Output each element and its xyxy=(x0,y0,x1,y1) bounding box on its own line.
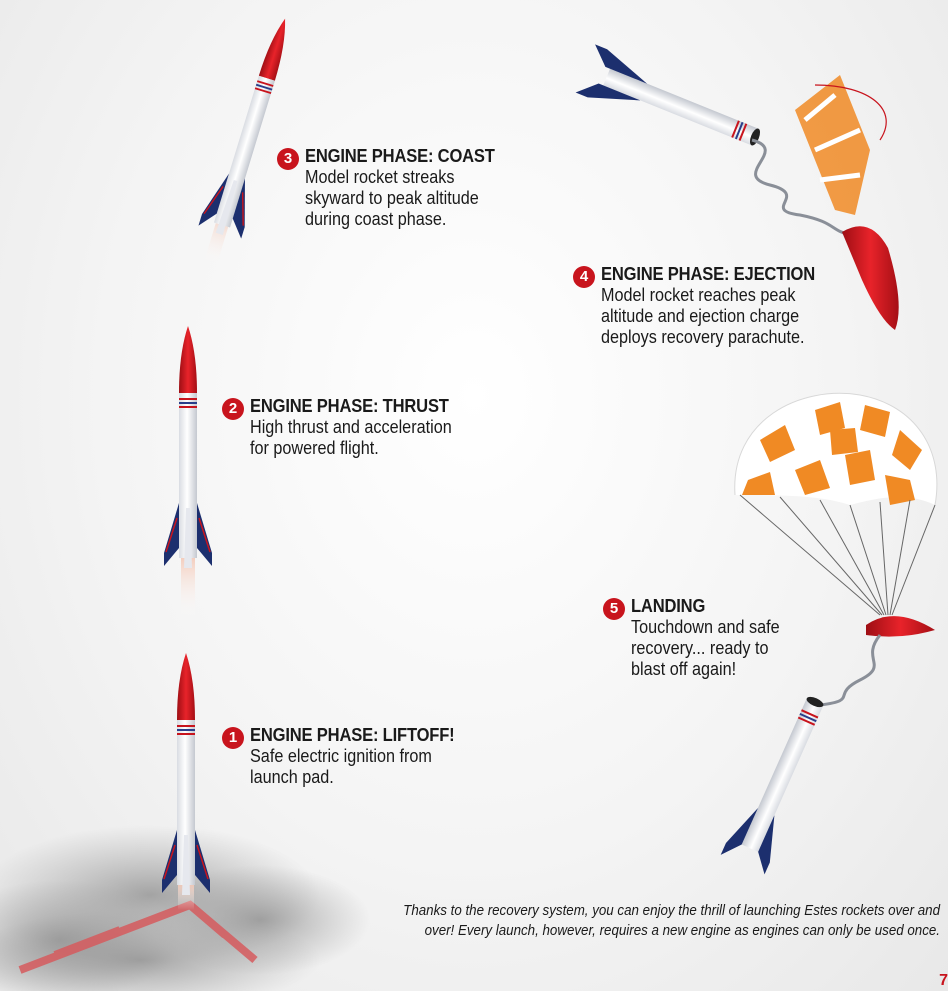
step-title: ENGINE PHASE: COAST xyxy=(305,146,495,167)
rocket-liftoff xyxy=(162,653,210,910)
step-number-badge: 4 xyxy=(573,266,595,288)
rocket-landing xyxy=(721,689,839,875)
step-title: LANDING xyxy=(631,596,705,617)
landing-nose-cone xyxy=(866,616,935,637)
ejected-nose-cone xyxy=(842,226,899,330)
step-number-badge: 2 xyxy=(222,398,244,420)
step-title: ENGINE PHASE: EJECTION xyxy=(601,264,815,285)
page-number: 7 xyxy=(939,972,948,990)
rocket-coast xyxy=(188,12,306,271)
footnote: Thanks to the recovery system, you can e… xyxy=(296,901,940,941)
step-title: ENGINE PHASE: THRUST xyxy=(250,396,449,417)
rocket-ejection xyxy=(576,44,769,162)
step-number-badge: 3 xyxy=(277,148,299,170)
step-number-badge: 1 xyxy=(222,727,244,749)
step-title: ENGINE PHASE: LIFTOFF! xyxy=(250,725,454,746)
packed-parachute xyxy=(795,75,886,215)
rocket-thrust xyxy=(164,326,212,618)
step-number-badge: 5 xyxy=(603,598,625,620)
